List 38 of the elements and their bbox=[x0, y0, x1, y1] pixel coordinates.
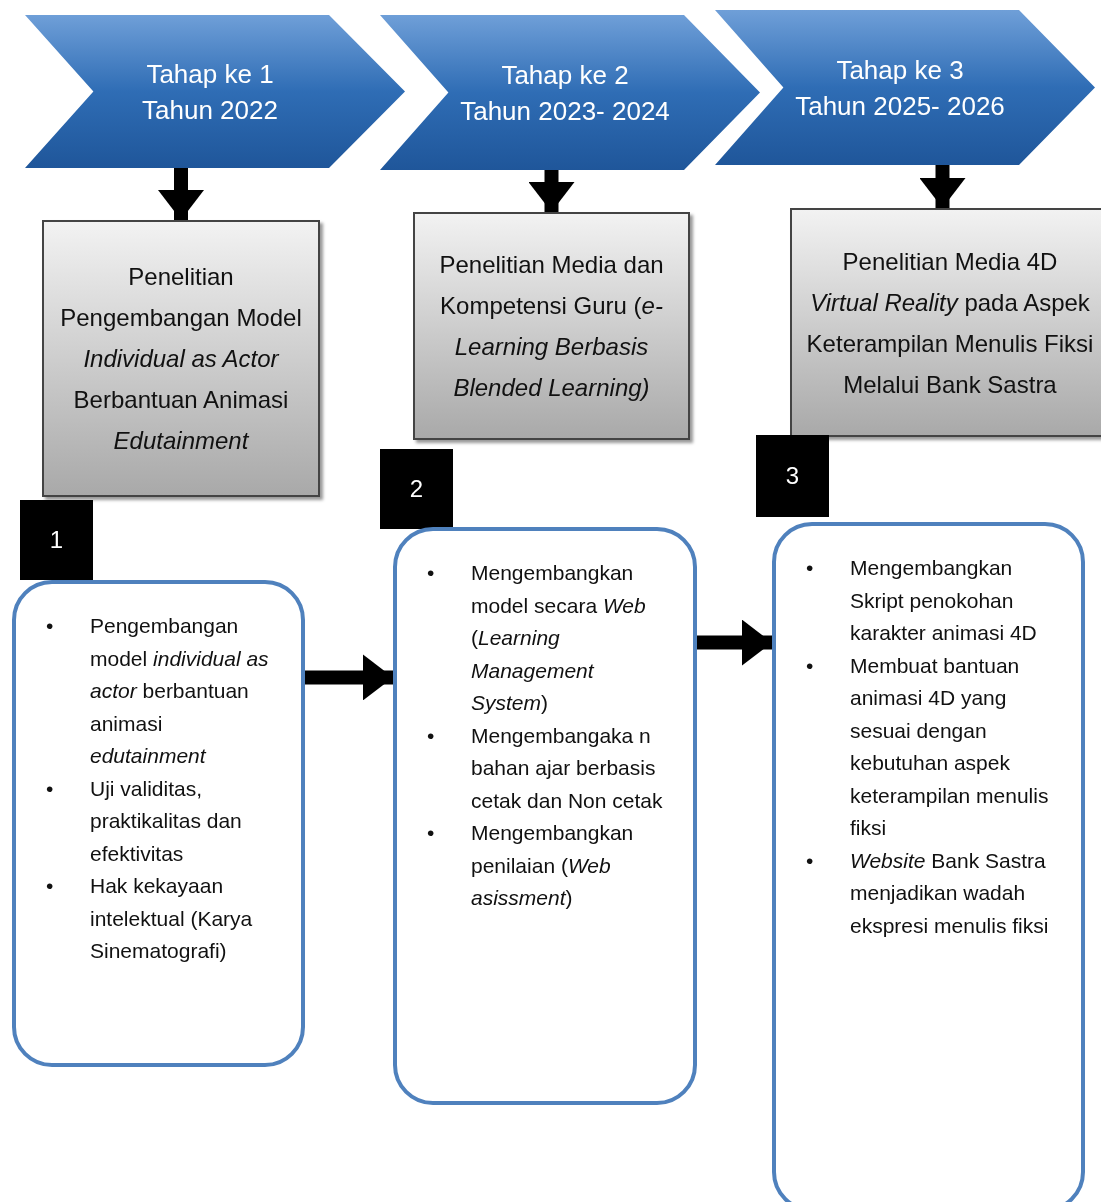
rounded-list-box: • Pengembangan model individual as actor berbantuan animasi edutainment • Uji validitas, praktikalitas dan efektivitas • Hak kekayaan intelektual (Karya Sinematografi) bbox=[12, 580, 305, 1067]
chevron-arrow-shape bbox=[715, 10, 1095, 165]
rounded-list-box: • Mengembangkan model secara Web (Learning Management System) • Mengembangaka n bahan ajar berbasis cetak dan Non cetak • Mengembangkan penilaian (Web asissment) bbox=[393, 527, 697, 1105]
year-text: Tahun 2025- 2026 bbox=[795, 89, 1005, 123]
step-number-box bbox=[380, 449, 453, 529]
step-number-box bbox=[20, 500, 93, 580]
bullet-item: Mengembangkan penilaian (Web asissment) bbox=[471, 820, 635, 911]
bullet-item: Uji validitas, praktikalitas dan efektivitas bbox=[90, 775, 243, 867]
research-title: Penelitian Media 4D Virtual Reality pada Aspek Keterampilan Menulis Fiksi Melalui Bank Sastra bbox=[806, 246, 1094, 400]
rounded-list-box: • Mengembangkan Skript penokohan karakter animasi 4D • Membuat bantuan animasi 4D yang sesuai dengan kebutuhan aspek keterampilan menulis fiksi • Website Bank Sastra menjadikan wadah ekspresi menulis fiksi bbox=[772, 522, 1085, 1202]
step-number: 2 bbox=[409, 475, 424, 503]
research-title: Penelitian Media dan Kompetensi Guru (e-Learning Berbasis Blended Learning) bbox=[438, 250, 665, 403]
year-text: Tahun 2022 bbox=[142, 93, 278, 127]
step-number: 3 bbox=[785, 462, 800, 490]
research-title: Penelitian Pengembangan Model Individual as Actor Berbantuan Animasi Edutainment bbox=[59, 262, 303, 456]
chevron-arrow-shape bbox=[380, 15, 760, 170]
year-text: Tahun 2023- 2024 bbox=[460, 94, 670, 128]
stage-title: Tahap ke 3 bbox=[836, 53, 964, 87]
bullet-item: Mengembangkan Skript penokohan karakter animasi 4D bbox=[850, 555, 1038, 646]
bullet-item: Pengembangan model individual as actor berbantuan animasi edutainment bbox=[90, 613, 270, 769]
block-arrow bbox=[697, 619, 772, 666]
bullet-item: Mengembangkan model secara Web (Learning Management System) bbox=[471, 560, 647, 716]
bullet-item: Mengembangaka n bahan ajar berbasis cetak dan Non cetak bbox=[471, 722, 664, 814]
bullet-item: Website Bank Sastra menjadikan wadah ekspresi menulis fiksi bbox=[850, 847, 1050, 939]
stage-title: Tahap ke 1 bbox=[146, 57, 274, 91]
research-box bbox=[790, 208, 1101, 437]
stage-title: Tahap ke 2 bbox=[501, 58, 629, 92]
bullet-item: Membuat bantuan animasi 4D yang sesuai dengan kebutuhan aspek keterampilan menulis fiksi bbox=[850, 652, 1050, 841]
chevron-arrow-shape bbox=[25, 15, 405, 168]
block-arrow bbox=[305, 654, 393, 701]
research-box bbox=[413, 212, 690, 440]
bullet-item: Hak kekayaan intelektual (Karya Sinematografi) bbox=[90, 873, 254, 964]
block-arrow bbox=[158, 168, 204, 220]
block-arrow bbox=[919, 165, 966, 208]
step-number-box bbox=[756, 435, 829, 517]
research-box bbox=[42, 220, 320, 497]
block-arrow bbox=[528, 170, 575, 212]
step-number: 1 bbox=[49, 526, 64, 554]
